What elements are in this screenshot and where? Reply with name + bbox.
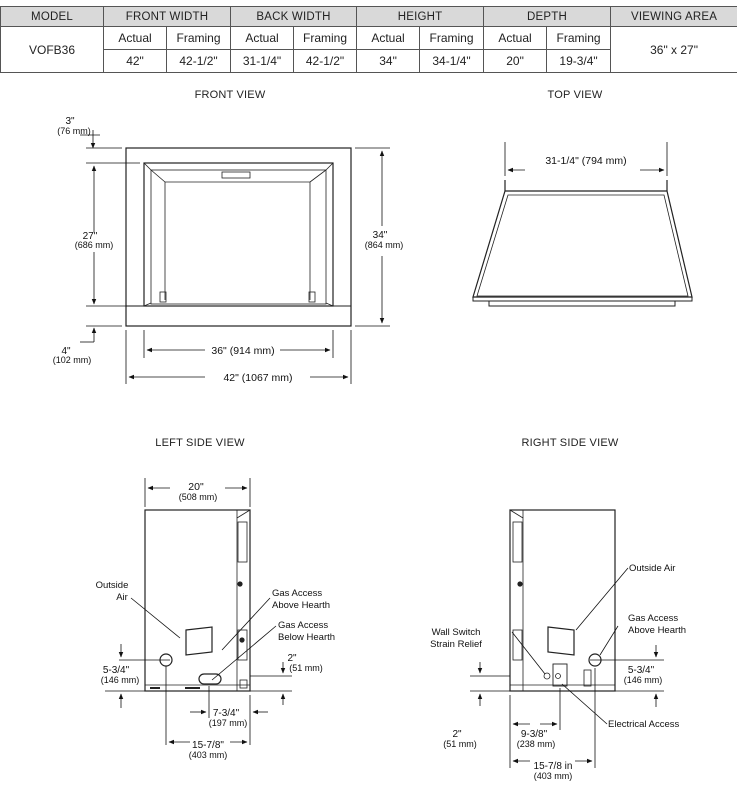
left-gas-above-label-1: Gas Access: [272, 588, 322, 599]
left-side-drawing: [144, 509, 251, 692]
right-wall-switch-label-2: Strain Relief: [430, 639, 482, 650]
right-side-drawing: [509, 509, 616, 692]
sub-framing: Framing: [546, 26, 612, 50]
right-dim-9-3-8-in: 9-3/8": [521, 729, 548, 740]
top-outline: [472, 190, 693, 298]
sub-framing: Framing: [165, 26, 232, 50]
left-dim-depth-in: 20": [188, 481, 204, 493]
right-strain-relief: [543, 672, 551, 680]
top-view-drawing: [472, 180, 693, 307]
top-inner-outline: [476, 194, 689, 297]
front-view-drawing: [125, 147, 352, 327]
right-side-body: [509, 509, 616, 692]
sub-actual: Actual: [356, 26, 421, 50]
right-dim-5-3-4-mm: (146 mm): [624, 675, 663, 685]
left-dim-5-3-4-in: 5-3/4": [103, 665, 130, 676]
front-dim-height-mm: (864 mm): [365, 240, 404, 250]
viewing-area-cell: 36" x 27": [610, 26, 737, 73]
sub-actual: Actual: [483, 26, 548, 50]
spec-header-row: MODEL FRONT WIDTH BACK WIDTH HEIGHT DEPT…: [0, 6, 737, 27]
right-side-view-title: RIGHT SIDE VIEW: [521, 437, 619, 449]
front-dim-width: 42" (1067 mm): [223, 372, 292, 384]
right-gas-above-label-2: Above Hearth: [628, 625, 686, 636]
front-width-framing: 42-1/2": [165, 49, 232, 73]
left-outside-air-label-2: Air: [116, 592, 128, 603]
right-outside-air-box: [547, 626, 575, 656]
front-width-actual: 42": [103, 49, 167, 73]
front-dim-top-in: 3": [65, 116, 75, 127]
left-dim-15-7-8-in: 15-7/8": [192, 740, 224, 751]
front-opening: [143, 162, 334, 307]
header-viewing-area: VIEWING AREA: [610, 6, 737, 27]
top-dim-back: 31-1/4" (794 mm): [545, 155, 626, 167]
left-outside-air-box: [185, 626, 213, 656]
left-dim-15-7-8-mm: (403 mm): [189, 750, 228, 760]
top-dimension-lines: [504, 142, 668, 176]
front-dim-bottom-in: 4": [61, 346, 71, 357]
front-dim-opening-h-mm: (686 mm): [75, 240, 114, 250]
right-electrical-label: Electrical Access: [608, 719, 680, 730]
left-dim-7-3-4-in: 7-3/4": [213, 708, 240, 719]
right-dim-5-3-4-in: 5-3/4": [628, 665, 655, 676]
back-width-actual: 31-1/4": [230, 49, 295, 73]
front-bottom-trim: [125, 305, 352, 327]
back-width-framing: 42-1/2": [293, 49, 358, 73]
header-model: MODEL: [0, 6, 104, 27]
left-outside-air-label-1: Outside: [96, 580, 129, 591]
right-dim-2-in: 2": [452, 729, 462, 740]
height-framing: 34-1/4": [419, 49, 485, 73]
left-gas-access-below-slot: [198, 673, 222, 685]
spec-value-row: 42" 42-1/2" 31-1/4" 42-1/2" 34" 34-1/4" …: [1, 49, 737, 73]
left-side-body: [144, 509, 251, 692]
depth-framing: 19-3/4": [546, 49, 612, 73]
front-dimension-lines: [80, 130, 390, 384]
left-side-view-title: LEFT SIDE VIEW: [155, 437, 245, 449]
header-depth: DEPTH: [483, 6, 612, 27]
left-gas-below-label-1: Gas Access: [278, 620, 328, 631]
right-outside-air-label: Outside Air: [629, 563, 675, 574]
left-dim-depth-mm: (508 mm): [179, 492, 218, 502]
spec-sub-row: VOFB36 Actual Framing Actual Framing Act…: [0, 26, 737, 73]
sub-actual: Actual: [230, 26, 295, 50]
right-dim-9-3-8-mm: (238 mm): [517, 739, 556, 749]
left-dim-7-3-4-mm: (197 mm): [209, 718, 248, 728]
front-firebox: [150, 169, 327, 305]
sub-framing: Framing: [293, 26, 358, 50]
front-dim-height-in: 34": [373, 230, 388, 241]
left-dim-2-mm: (51 mm): [289, 663, 323, 673]
front-dim-top-mm: (76 mm): [57, 126, 91, 136]
right-dim-15-7-8-mm: (403 mm): [534, 771, 573, 781]
front-dim-opening-h-in: 27": [83, 231, 98, 242]
right-dimension-lines: [470, 567, 664, 768]
model-cell: VOFB36: [0, 26, 104, 73]
front-dim-opening-w: 36" (914 mm): [211, 345, 274, 357]
right-electrical-box: [552, 663, 568, 687]
front-view-title: FRONT VIEW: [194, 89, 266, 101]
left-gas-above-label-2: Above Hearth: [272, 600, 330, 611]
left-dimension-lines: [105, 478, 292, 745]
depth-actual: 20": [483, 49, 548, 73]
header-front-width: FRONT WIDTH: [102, 6, 232, 27]
left-gas-below-label-2: Below Hearth: [278, 632, 335, 643]
right-gas-above-label-1: Gas Access: [628, 613, 678, 624]
header-back-width: BACK WIDTH: [230, 6, 358, 27]
left-dim-2-in: 2": [287, 653, 297, 664]
left-dim-5-3-4-mm: (146 mm): [101, 675, 140, 685]
top-view-title: TOP VIEW: [547, 89, 603, 101]
right-wall-switch-label-1: Wall Switch: [432, 627, 481, 638]
front-dim-bottom-mm: (102 mm): [53, 355, 92, 365]
right-dim-15-7-8-in: 15-7/8 in: [534, 761, 573, 772]
right-dim-2-mm: (51 mm): [443, 739, 477, 749]
spec-table: MODEL FRONT WIDTH BACK WIDTH HEIGHT DEPT…: [0, 6, 737, 73]
